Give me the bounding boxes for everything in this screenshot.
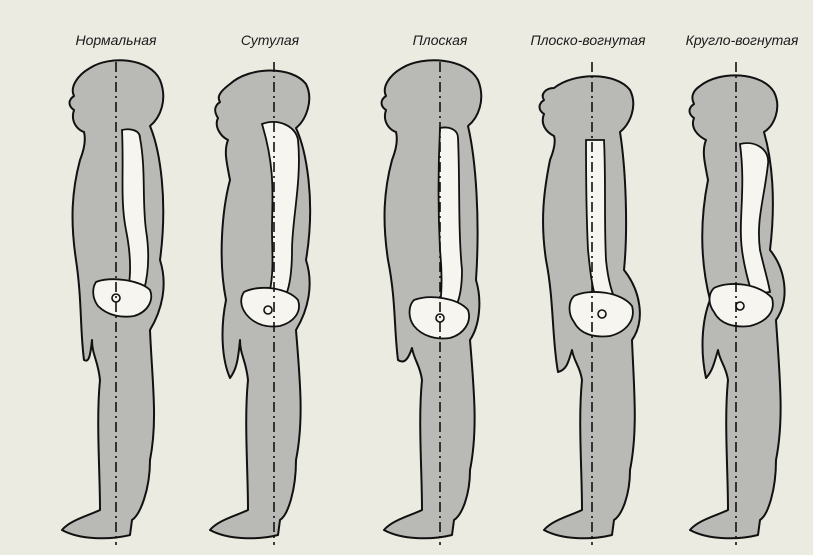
figure-normal — [62, 60, 164, 545]
figure-round-concave — [690, 62, 785, 545]
spine-flat — [439, 127, 463, 306]
figure-flat-concave — [540, 62, 640, 545]
figure-stooped — [210, 62, 310, 545]
pelvis-flat-concave — [570, 292, 633, 337]
figure-flat — [382, 60, 482, 545]
